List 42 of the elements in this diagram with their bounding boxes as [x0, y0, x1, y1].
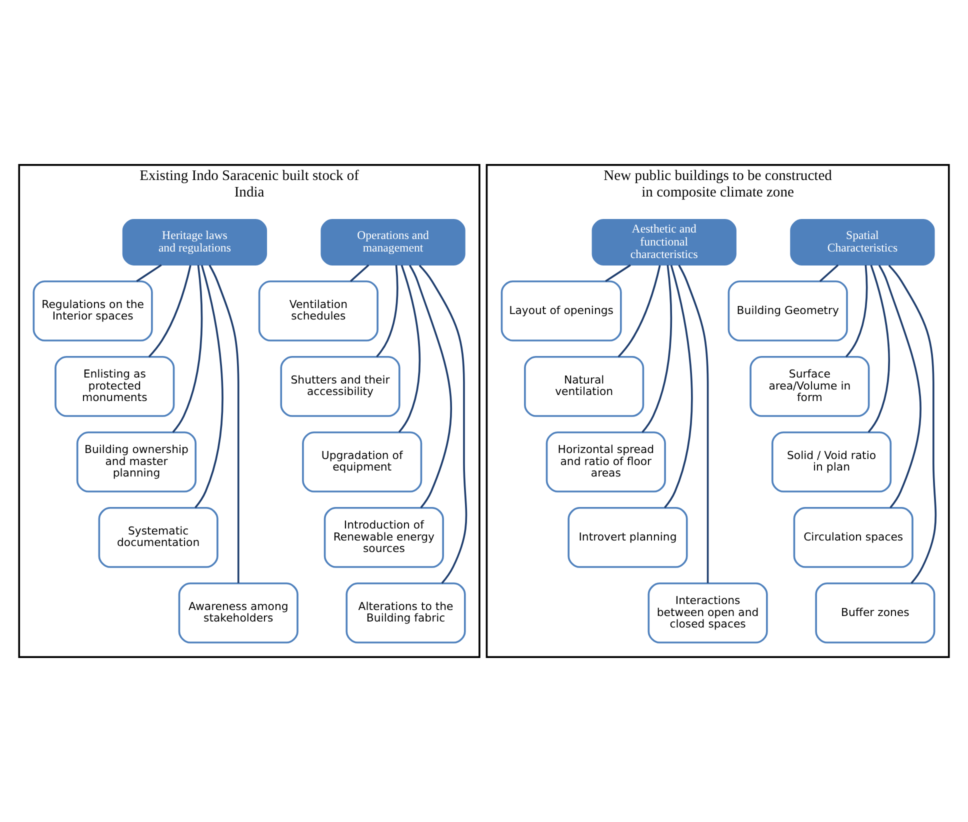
node-box: Surface area/Volume in form: [750, 356, 870, 417]
node-box: Upgradation of equipment: [302, 431, 422, 492]
connector: [845, 265, 868, 358]
node-box: Horizontal spread and ratio of floor areas: [546, 431, 666, 492]
node-box: Interactions between open and closed spaces: [648, 582, 768, 644]
connector: [819, 264, 839, 282]
connector: [350, 264, 370, 282]
node-box: Systematic documentation: [98, 506, 218, 568]
connector: [642, 265, 672, 433]
node-box: Building Geometry: [728, 280, 848, 342]
connector: [376, 265, 398, 358]
node-box: Shutters and their accessibility: [280, 356, 400, 417]
node-box: Introduction of Renewable energy sources: [324, 506, 444, 568]
node-box: Ventilation schedules: [258, 280, 378, 342]
node-box: Heritage laws and regulations: [122, 219, 268, 266]
connector: [172, 265, 203, 433]
node-box: Alterations to the Building fabric: [346, 582, 466, 644]
node-box: Natural ventilation: [524, 356, 644, 417]
node-box: Regulations on the Interior spaces: [32, 280, 153, 342]
connector: [878, 264, 922, 508]
connector: [605, 264, 631, 282]
connector: [136, 264, 162, 282]
node-box: Awareness among stakeholders: [178, 582, 298, 644]
connector: [664, 264, 693, 508]
node-box: Solid / Void ratio in plan: [771, 431, 892, 492]
connector: [208, 264, 240, 584]
node-box: Aesthetic and functional characteristics: [592, 219, 736, 266]
node-box: Circulation spaces: [793, 506, 914, 568]
connector: [678, 264, 709, 584]
node-box: Enlisting as protected monuments: [54, 356, 175, 417]
node-box: Building ownership and master planning: [76, 431, 197, 492]
connector: [888, 264, 937, 584]
node-box: Introvert planning: [568, 506, 688, 568]
connector: [868, 264, 890, 433]
connector: [194, 264, 224, 508]
node-box: Operations and management: [320, 219, 466, 266]
connector: [418, 264, 468, 584]
node-box: Buffer zones: [815, 582, 936, 644]
node-box: Spatial Characteristics: [790, 219, 935, 266]
connector: [398, 264, 421, 433]
node-box: Layout of openings: [500, 280, 622, 342]
connector: [408, 264, 452, 508]
